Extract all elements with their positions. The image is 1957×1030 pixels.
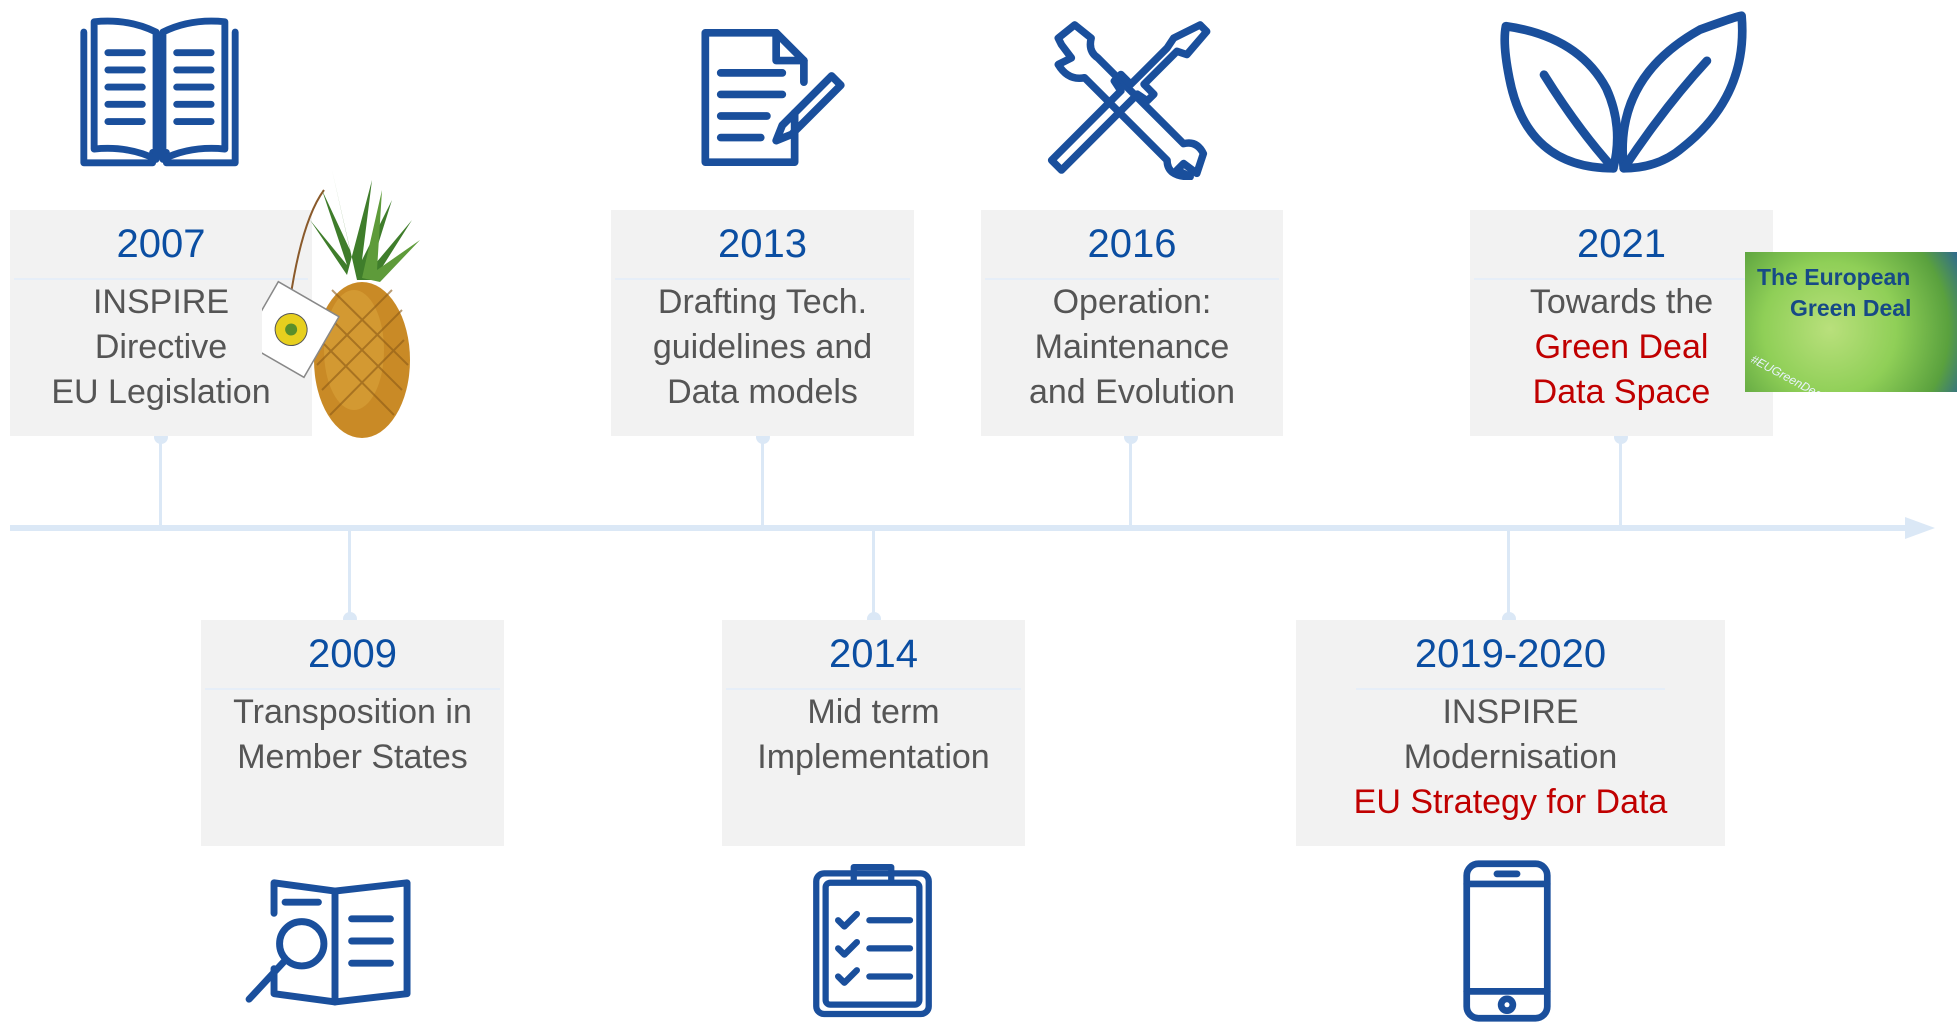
timeline-axis: [10, 525, 1925, 531]
book-icon: [72, 8, 247, 180]
event-line: Operation:: [1052, 283, 1212, 321]
event-line: Drafting Tech.: [657, 283, 868, 321]
event-line-highlight: Green Deal: [1534, 328, 1709, 366]
connector-2007: [159, 437, 162, 527]
event-box-2021: 2021 Towards the Green Deal Data Space: [1470, 210, 1773, 436]
connector-2019: [1507, 530, 1510, 620]
event-line: Member States: [237, 738, 468, 776]
pineapple-image: [242, 160, 432, 440]
smartphone-icon: [1460, 855, 1554, 1027]
event-year-2019-2020: 2019-2020: [1356, 620, 1665, 690]
event-line: INSPIRE: [92, 283, 230, 321]
event-year-2007: 2007: [14, 210, 308, 280]
document-search-icon: [238, 870, 432, 1012]
green-deal-title-line1: The European: [1757, 264, 1911, 290]
event-line: Transposition in: [233, 693, 472, 731]
connector-2016: [1129, 437, 1132, 527]
leaves-icon: [1492, 8, 1752, 183]
timeline-arrowhead: [1905, 517, 1935, 539]
event-year-2009: 2009: [205, 620, 500, 690]
event-line-highlight: EU Strategy for Data: [1353, 783, 1668, 821]
wrench-screwdriver-icon: [1040, 15, 1215, 180]
event-year-2021: 2021: [1474, 210, 1769, 280]
connector-2013: [761, 437, 764, 527]
green-deal-title-line2: Green Deal: [1790, 295, 1912, 321]
event-year-2016: 2016: [985, 210, 1279, 280]
event-year-2013: 2013: [615, 210, 910, 280]
event-line: Towards the: [1529, 283, 1714, 321]
event-line-highlight: Data Space: [1532, 373, 1711, 411]
event-box-2007: 2007 INSPIRE Directive EU Legislation: [10, 210, 312, 436]
event-line: INSPIRE: [1442, 693, 1579, 731]
event-year-2014: 2014: [726, 620, 1021, 690]
event-line: Mid term: [807, 693, 940, 731]
green-deal-image: The European Green Deal #EUGreenDeal: [1745, 252, 1957, 392]
event-line: Directive: [94, 328, 228, 366]
connector-2021: [1619, 437, 1622, 527]
connector-2009: [348, 530, 351, 620]
event-box-2013: 2013 Drafting Tech. guidelines and Data …: [611, 210, 914, 436]
document-pencil-icon: [693, 20, 847, 175]
event-line: Implementation: [757, 738, 990, 776]
event-line: and Evolution: [1028, 373, 1236, 411]
event-box-2014: 2014 Mid term Implementation: [722, 620, 1025, 846]
connector-2014: [872, 530, 875, 620]
event-box-2019-2020: 2019-2020 INSPIRE Modernisation EU Strat…: [1296, 620, 1725, 846]
event-line: Modernisation: [1403, 738, 1618, 776]
event-box-2009: 2009 Transposition in Member States: [201, 620, 504, 846]
event-line: Data models: [667, 373, 858, 411]
event-line: guidelines and: [652, 328, 873, 366]
event-line: EU Legislation: [51, 373, 271, 411]
green-deal-hashtag: #EUGreenDeal: [1748, 352, 1827, 392]
event-line: Maintenance: [1034, 328, 1230, 366]
clipboard-checklist-icon: [810, 858, 935, 1020]
event-box-2016: 2016 Operation: Maintenance and Evolutio…: [981, 210, 1283, 436]
